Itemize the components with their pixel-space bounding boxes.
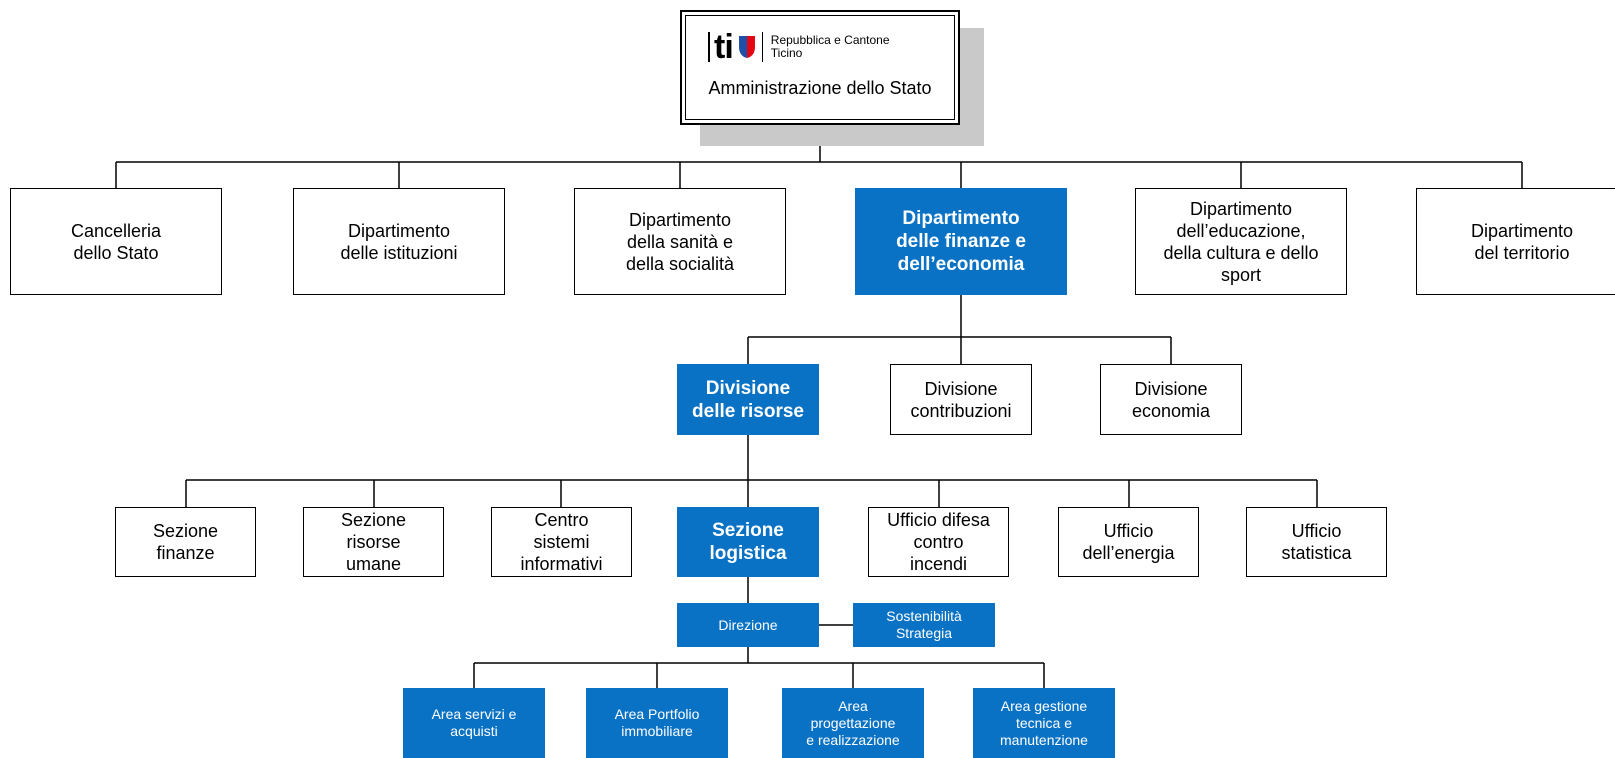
section-label: Sezione logistica [709,520,787,564]
section-risorse-umane[interactable]: Sezione risorse umane [303,507,444,577]
dept-label: Dipartimento delle finanze e dell’econom… [896,208,1026,275]
division-label: Divisione economia [1131,378,1211,421]
dept-territorio[interactable]: Dipartimento del territorio [1416,188,1615,295]
dept-sanita[interactable]: Dipartimento della sanità e della social… [574,188,786,295]
division-label: Divisione contribuzioni [910,378,1012,421]
canton-logo: ti Repubblica e Cantone Ticino [708,30,890,64]
section-label: Sezione risorse umane [340,510,407,574]
section-label: Centro sistemi informativi [520,510,603,574]
area-label: Area Portfolio immobiliare [614,706,700,739]
section-finanze[interactable]: Sezione finanze [115,507,256,577]
dept-label: Dipartimento della sanità e della social… [625,209,735,274]
direzione-label: Direzione [718,616,778,633]
root-node[interactable]: ti Repubblica e Cantone Ticino Amministr… [680,10,960,125]
area-label: Area gestione tecnica e manutenzione [1000,697,1088,748]
division-risorse[interactable]: Divisione delle risorse [677,364,819,435]
area-servizi-acquisti[interactable]: Area servizi e acquisti [403,688,545,758]
root-title: Amministrazione dello Stato [708,78,932,98]
division-economia[interactable]: Divisione economia [1100,364,1242,435]
dept-label: Dipartimento dell’educazione, della cult… [1163,198,1319,285]
dept-educazione[interactable]: Dipartimento dell’educazione, della cult… [1135,188,1347,295]
section-sistemi-informativi[interactable]: Centro sistemi informativi [491,507,632,577]
root-inner-border [685,15,955,120]
logo-text: Repubblica e Cantone Ticino [770,33,890,60]
logo-bar [708,32,710,62]
logo-divider [761,32,763,62]
dept-label: Cancelleria dello Stato [70,220,162,263]
area-label: Area servizi e acquisti [431,706,517,739]
staff-label: Sostenibilità Strategia [886,608,962,641]
section-label: Ufficio dell’energia [1082,521,1175,563]
section-logistica[interactable]: Sezione logistica [677,507,819,577]
area-label: Area progettazione e realizzazione [806,697,900,748]
direzione[interactable]: Direzione [677,603,819,647]
area-gestione-tecnica[interactable]: Area gestione tecnica e manutenzione [973,688,1115,758]
section-energia[interactable]: Ufficio dell’energia [1058,507,1199,577]
division-label: Divisione delle risorse [692,377,804,422]
section-difesa-incendi[interactable]: Ufficio difesa contro incendi [868,507,1009,577]
shield-icon [738,36,755,58]
area-progettazione[interactable]: Area progettazione e realizzazione [782,688,924,758]
dept-label: Dipartimento del territorio [1470,220,1574,263]
dept-finanze[interactable]: Dipartimento delle finanze e dell’econom… [855,188,1067,295]
area-portfolio-immobiliare[interactable]: Area Portfolio immobiliare [586,688,728,758]
section-label: Ufficio difesa contro incendi [887,510,990,574]
section-label: Sezione finanze [152,521,219,563]
dept-istituzioni[interactable]: Dipartimento delle istituzioni [293,188,505,295]
dept-label: Dipartimento delle istituzioni [340,220,458,263]
staff-sostenibilita-strategia[interactable]: Sostenibilità Strategia [853,603,995,647]
section-statistica[interactable]: Ufficio statistica [1246,507,1387,577]
section-label: Ufficio statistica [1281,521,1352,563]
dept-cancelleria[interactable]: Cancelleria dello Stato [10,188,222,295]
division-contribuzioni[interactable]: Divisione contribuzioni [890,364,1032,435]
logo-wordmark: ti [714,28,734,66]
